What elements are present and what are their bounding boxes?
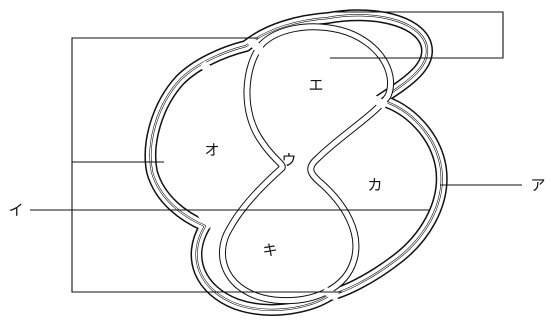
label-a: ア bbox=[530, 176, 545, 194]
wall-gaps bbox=[201, 40, 386, 298]
labels: ア イ ウ エ オ カ キ bbox=[8, 76, 545, 259]
label-ki: キ bbox=[262, 241, 277, 259]
inner-partition bbox=[222, 27, 390, 301]
label-u: ウ bbox=[281, 151, 296, 169]
label-i: イ bbox=[8, 201, 23, 219]
label-o: オ bbox=[204, 141, 219, 159]
leader-left-bracket bbox=[72, 38, 342, 292]
label-e: エ bbox=[308, 76, 323, 94]
label-ka: カ bbox=[367, 176, 382, 194]
